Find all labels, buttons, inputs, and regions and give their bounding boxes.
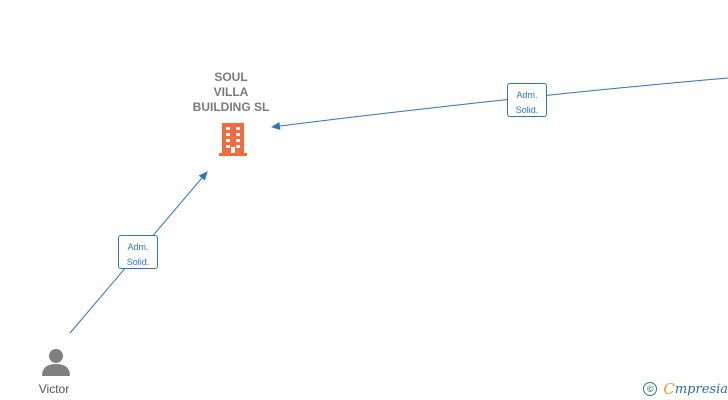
company-name[interactable]: SOUL VILLA BUILDING SL [180,70,282,115]
brand-logo: © C mpresia [643,380,728,398]
company-name-line: VILLA [213,85,249,99]
person-icon[interactable] [42,349,70,376]
edge-label-victor: Adm. Solid. [118,235,158,269]
edge-label-line: Adm. [127,242,149,252]
edge-label-line: Solid. [515,105,539,115]
brand-initial: C [663,380,675,398]
edge-label-line: Solid. [126,257,150,267]
company-name-line: BUILDING SL [192,100,270,114]
edge-label-line: Adm. [516,90,538,100]
edge-label-offscreen: Adm. Solid. [507,83,547,117]
person-name[interactable]: Victor [38,382,70,396]
edge-line-offscreen [271,77,728,130]
brand-name: mpresia [674,381,728,397]
building-icon[interactable] [219,123,247,156]
company-name-line: SOUL [214,70,248,84]
copyright-icon: © [643,382,658,396]
